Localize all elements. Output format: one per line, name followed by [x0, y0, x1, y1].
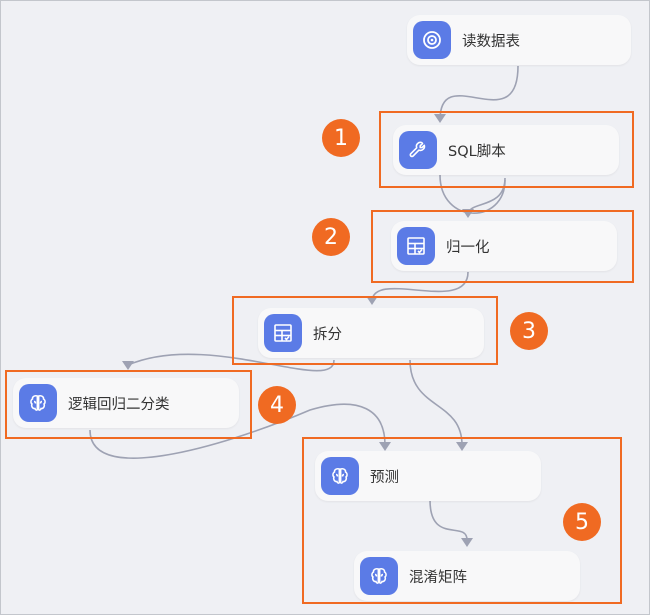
- edge-sql-to-normalize-a: [439, 174, 506, 214]
- edge-predict-to-confusion: [429, 499, 468, 541]
- arrow-head: [461, 538, 473, 547]
- arrow-head: [379, 442, 391, 451]
- highlight-box-1: [379, 111, 634, 188]
- node-label: 读数据表: [462, 33, 520, 50]
- node-split[interactable]: 拆分: [258, 308, 484, 358]
- node-logistic-regression[interactable]: 逻辑回归二分类: [13, 378, 239, 428]
- node-label: 混淆矩阵: [409, 569, 467, 586]
- arrow-head: [456, 442, 468, 451]
- step-badge-5: 5: [563, 503, 601, 541]
- edge-split-to-predict: [409, 359, 463, 446]
- arrow-head: [122, 361, 134, 370]
- data-process-icon: [264, 314, 302, 352]
- data-process-icon: [397, 227, 435, 265]
- wrench-icon: [399, 131, 437, 169]
- edge-normalize-to-split: [371, 271, 469, 303]
- node-label: 归一化: [446, 239, 490, 256]
- node-predict[interactable]: 预测: [315, 451, 541, 501]
- node-label: 逻辑回归二分类: [68, 396, 170, 413]
- edge-read-to-sql: [439, 65, 519, 121]
- step-badge-1: 1: [322, 119, 360, 157]
- brain-icon: [360, 557, 398, 595]
- brain-icon: [321, 457, 359, 495]
- brain-icon: [19, 384, 57, 422]
- table-source-icon: [413, 21, 451, 59]
- node-label: SQL脚本: [448, 143, 506, 160]
- node-read-table[interactable]: 读数据表: [407, 15, 631, 65]
- step-badge-2: 2: [312, 218, 350, 256]
- node-sql-script[interactable]: SQL脚本: [393, 125, 619, 175]
- edge-split-to-logistic: [127, 353, 335, 372]
- highlight-box-3: [232, 296, 498, 365]
- highlight-box-2: [371, 210, 634, 283]
- highlight-box-4: [5, 370, 252, 439]
- node-normalize[interactable]: 归一化: [391, 221, 617, 271]
- highlight-box-5: [302, 437, 622, 604]
- arrow-head: [434, 114, 446, 123]
- step-badge-3: 3: [510, 312, 548, 350]
- step-badge-4: 4: [258, 386, 296, 424]
- arrow-head: [366, 296, 378, 305]
- node-label: 拆分: [313, 326, 342, 343]
- node-confusion-matrix[interactable]: 混淆矩阵: [354, 551, 580, 601]
- node-label: 预测: [370, 469, 399, 486]
